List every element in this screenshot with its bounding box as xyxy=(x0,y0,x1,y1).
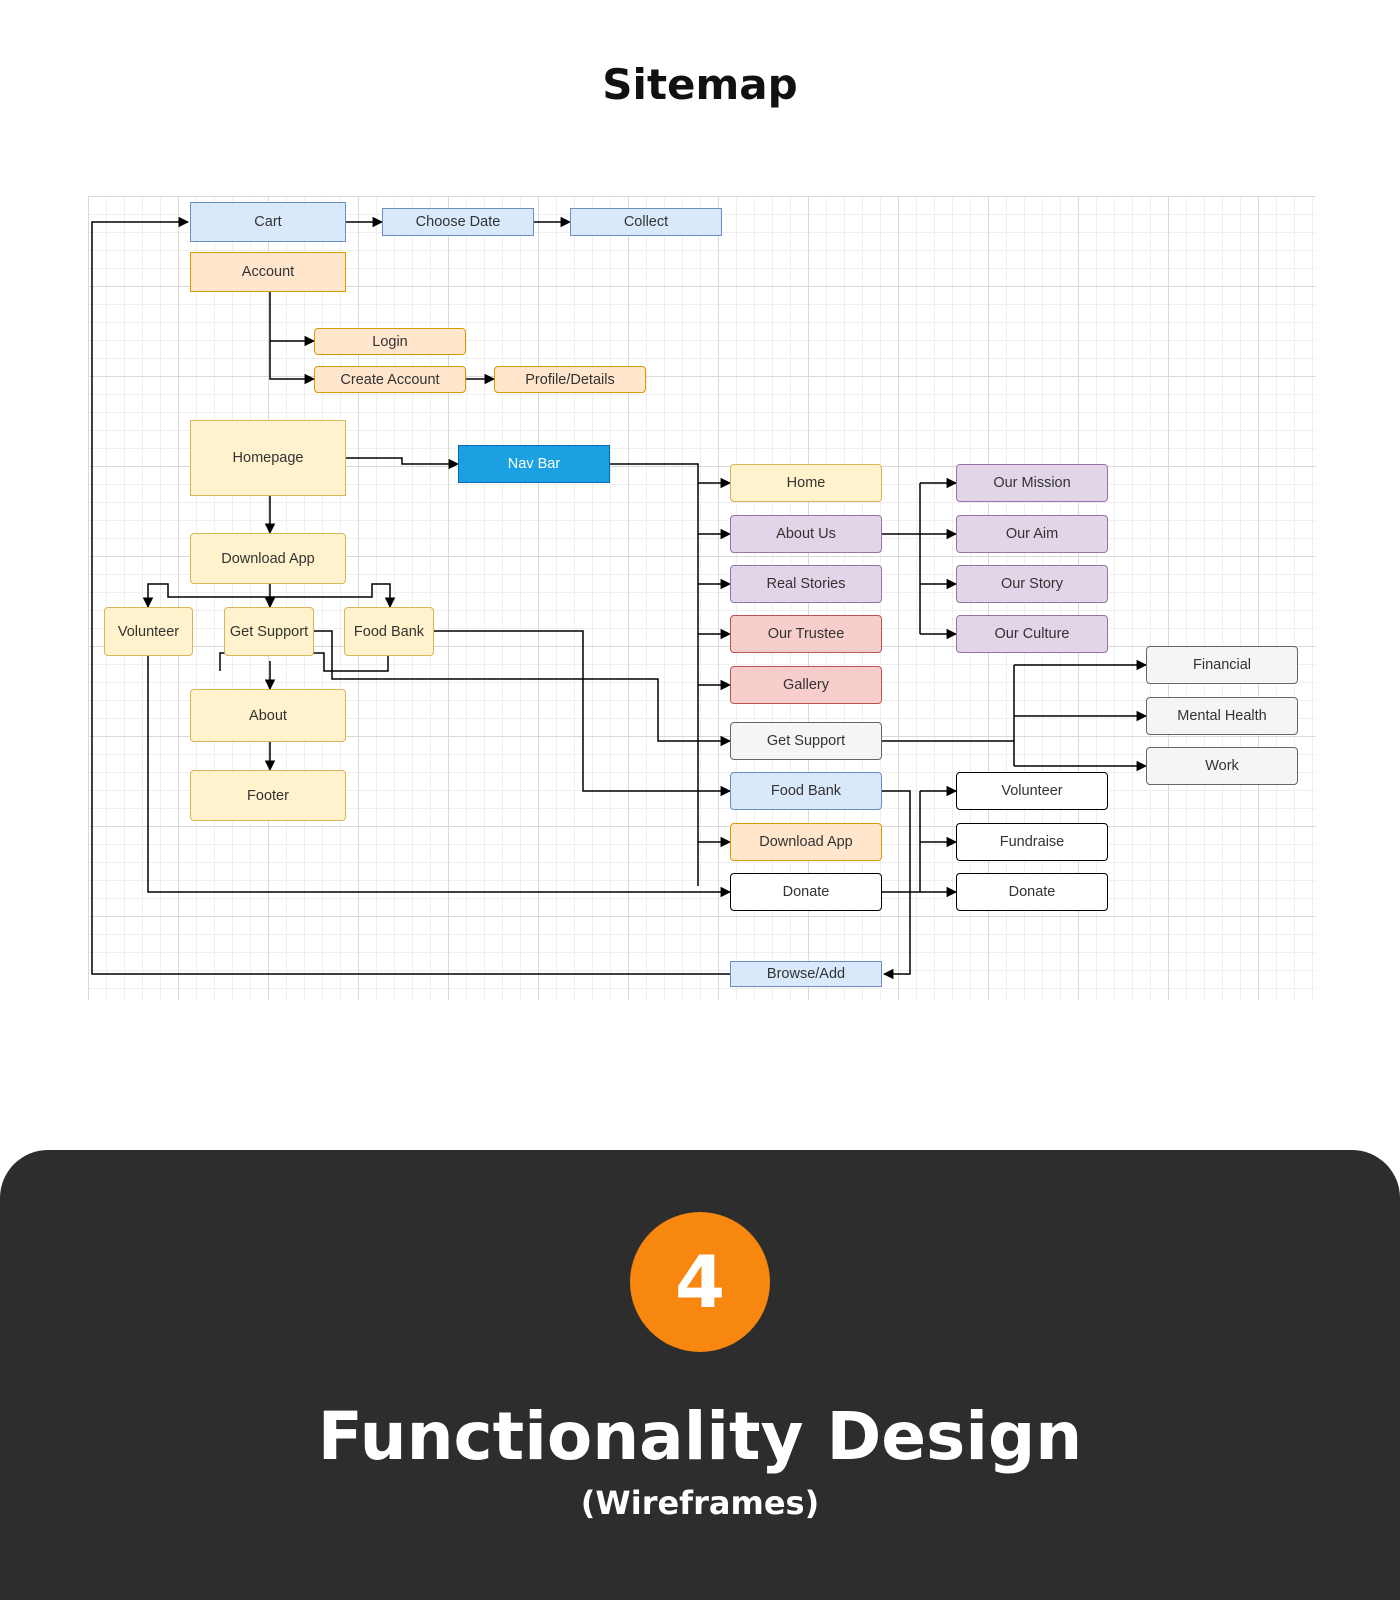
node-our-mission: Our Mission xyxy=(956,464,1108,502)
connector xyxy=(314,630,698,742)
node-download-app-nav: Download App xyxy=(730,823,882,861)
node-mental-health: Mental Health xyxy=(1146,697,1298,735)
node-collect: Collect xyxy=(570,208,722,236)
node-volunteer: Volunteer xyxy=(104,607,193,656)
connector xyxy=(434,630,698,792)
node-donate-sub: Donate xyxy=(956,873,1108,911)
node-account: Account xyxy=(190,252,346,292)
node-get-support: Get Support xyxy=(224,607,314,656)
node-our-culture: Our Culture xyxy=(956,615,1108,653)
node-download-app: Download App xyxy=(190,533,346,584)
node-choose-date: Choose Date xyxy=(382,208,534,236)
section-subtitle: (Wireframes) xyxy=(580,1484,820,1522)
connector xyxy=(270,583,396,609)
node-financial: Financial xyxy=(1146,646,1298,684)
node-work: Work xyxy=(1146,747,1298,785)
node-about-us: About Us xyxy=(730,515,882,553)
node-get-support-nav: Get Support xyxy=(730,722,882,760)
section-panel: 4 Functionality Design (Wireframes) xyxy=(0,1150,1400,1600)
step-number-badge: 4 xyxy=(630,1212,770,1352)
connector xyxy=(269,341,316,385)
node-gallery: Gallery xyxy=(730,666,882,704)
node-about: About xyxy=(190,689,346,742)
sitemap-diagram: Cart Choose Date Collect Account Login C… xyxy=(88,196,1316,1000)
section-title: Functionality Design xyxy=(317,1398,1083,1475)
connector xyxy=(346,457,460,470)
node-nav-bar: Nav Bar xyxy=(458,445,610,483)
node-create-account: Create Account xyxy=(314,366,466,393)
node-food-bank-nav: Food Bank xyxy=(730,772,882,810)
node-fundraise: Fundraise xyxy=(956,823,1108,861)
node-login: Login xyxy=(314,328,466,355)
node-home: Home xyxy=(730,464,882,502)
node-food-bank: Food Bank xyxy=(344,607,434,656)
node-footer: Footer xyxy=(190,770,346,821)
node-profile-details: Profile/Details xyxy=(494,366,646,393)
connector xyxy=(610,463,699,886)
node-our-story: Our Story xyxy=(956,565,1108,603)
connector-layer xyxy=(91,216,1148,980)
connector xyxy=(91,216,730,975)
node-volunteer-donate: Volunteer xyxy=(956,772,1108,810)
connector xyxy=(147,656,698,893)
page-title: Sitemap xyxy=(602,60,798,109)
node-our-trustee: Our Trustee xyxy=(730,615,882,653)
connector xyxy=(219,652,389,672)
node-real-stories: Real Stories xyxy=(730,565,882,603)
connector xyxy=(269,292,316,347)
node-cart: Cart xyxy=(190,202,346,242)
node-our-aim: Our Aim xyxy=(956,515,1108,553)
node-donate-nav: Donate xyxy=(730,873,882,911)
node-homepage: Homepage xyxy=(190,420,346,496)
connector xyxy=(882,790,911,980)
node-browse-add: Browse/Add xyxy=(730,961,882,987)
connector xyxy=(142,583,270,609)
